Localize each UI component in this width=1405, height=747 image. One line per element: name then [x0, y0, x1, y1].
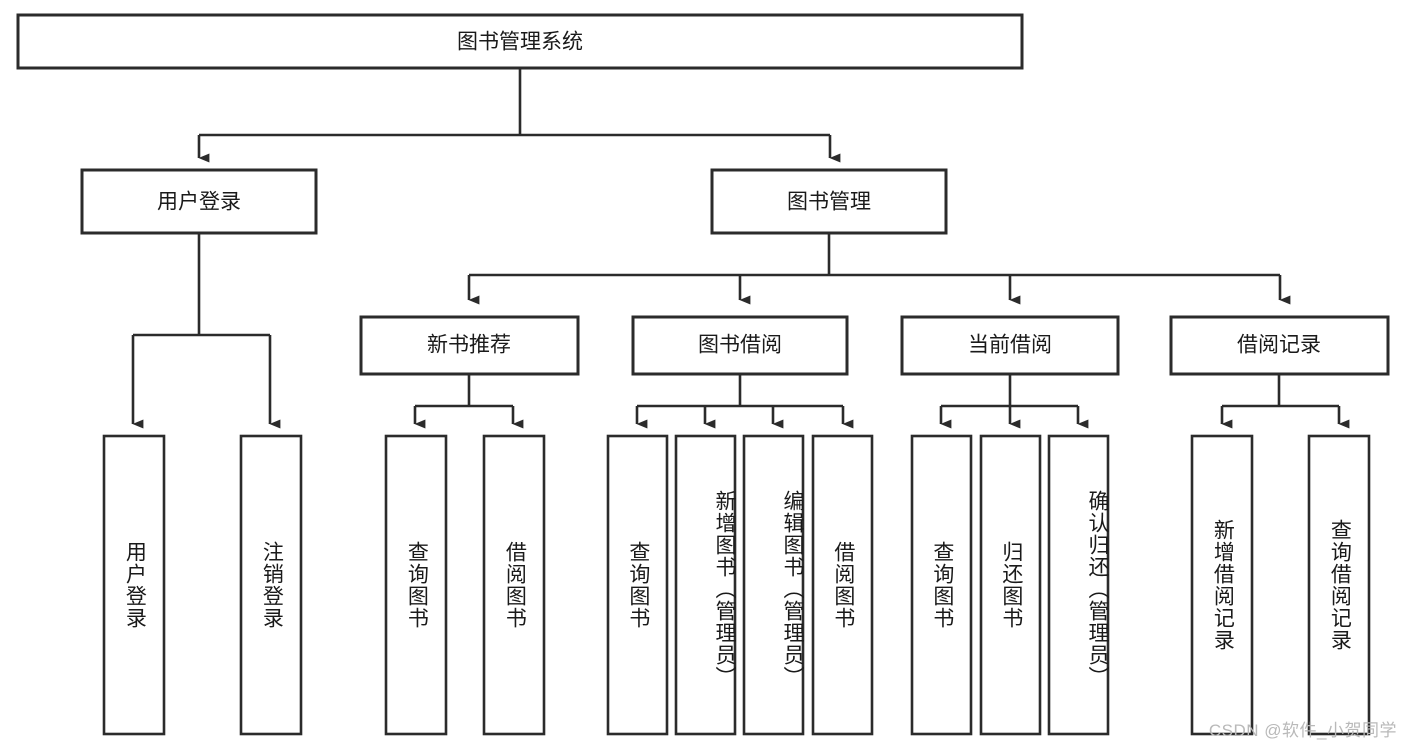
node-root-box	[16, 13, 1024, 70]
node-new-book-recommend[interactable]: 新书推荐	[359, 315, 580, 376]
node-book-borrow-label: 图书借阅	[698, 334, 782, 357]
leaf-box-book-borrow-2[interactable]	[742, 434, 805, 736]
connector-user-login-to-leaves	[131, 233, 281, 429]
leaf-box-new-book-0[interactable]	[384, 434, 448, 736]
connector-current-borrow-to-leaves	[939, 374, 1089, 429]
leaf-box-new-book-1[interactable]	[482, 434, 546, 736]
leaf-label-current-borrow-0: 查询图书	[930, 541, 954, 629]
leaf-box-borrow-record-0[interactable]	[1190, 434, 1254, 736]
leaf-box-current-borrow-0[interactable]	[910, 434, 973, 736]
watermark-text: CSDN @软件_小贺同学	[1208, 721, 1397, 740]
leaf-label-borrow-record-1: 查询借阅记录	[1328, 519, 1352, 651]
leaf-box-current-borrow-2[interactable]	[1047, 434, 1110, 736]
leaf-label-current-borrow-2: 确认归还（管理员）	[1086, 490, 1109, 688]
leaf-label-user-login-0: 用户登录	[123, 541, 147, 629]
leaf-label-new-book-0: 查询图书	[405, 541, 429, 629]
leaf-label-current-borrow-1: 归还图书	[999, 541, 1023, 629]
node-borrow-record[interactable]: 借阅记录	[1169, 315, 1390, 376]
leaf-box-book-borrow-1[interactable]	[674, 434, 737, 736]
node-root[interactable]: 图书管理系统	[16, 13, 1024, 70]
node-user-login-box	[80, 168, 318, 235]
node-root-label: 图书管理系统	[457, 31, 583, 54]
leaf-box-book-borrow-3[interactable]	[811, 434, 874, 736]
node-book-borrow[interactable]: 图书借阅	[631, 315, 849, 376]
connector-book-management-to-level2	[467, 233, 1291, 305]
leaf-label-book-borrow-2: 编辑图书（管理员）	[781, 490, 804, 688]
node-borrow-record-box	[1169, 315, 1390, 376]
node-book-borrow-box	[631, 315, 849, 376]
node-new-book-recommend-label: 新书推荐	[427, 334, 511, 357]
connector-borrow-record-to-leaves	[1220, 374, 1350, 429]
node-current-borrow-label: 当前借阅	[968, 334, 1052, 357]
leaf-label-new-book-1: 借阅图书	[503, 541, 527, 629]
leaf-box-user-login-0[interactable]	[102, 434, 166, 736]
node-book-management-label: 图书管理	[787, 191, 871, 214]
connector-book-borrow-to-leaves	[635, 374, 854, 429]
leaf-box-borrow-record-1[interactable]	[1307, 434, 1371, 736]
node-current-borrow-box	[900, 315, 1120, 376]
leaf-box-user-login-1[interactable]	[239, 434, 303, 736]
leaf-label-user-login-1: 注销登录	[260, 541, 284, 629]
leaf-box-book-borrow-0[interactable]	[606, 434, 669, 736]
connector-root-to-level1	[197, 68, 841, 163]
leaf-label-book-borrow-0: 查询图书	[626, 541, 650, 629]
node-borrow-record-label: 借阅记录	[1237, 334, 1321, 357]
leaf-label-borrow-record-0: 新增借阅记录	[1211, 519, 1235, 651]
node-new-book-recommend-box	[359, 315, 580, 376]
node-user-login-label: 用户登录	[157, 191, 241, 214]
leaf-label-book-borrow-1: 新增图书（管理员）	[713, 490, 736, 688]
leaf-label-book-borrow-3: 借阅图书	[831, 541, 855, 629]
node-user-login[interactable]: 用户登录	[80, 168, 318, 235]
node-current-borrow[interactable]: 当前借阅	[900, 315, 1120, 376]
connector-new-book-recommend-to-leaves	[413, 374, 524, 429]
leaf-box-current-borrow-1[interactable]	[979, 434, 1042, 736]
node-book-management[interactable]: 图书管理	[710, 168, 948, 235]
